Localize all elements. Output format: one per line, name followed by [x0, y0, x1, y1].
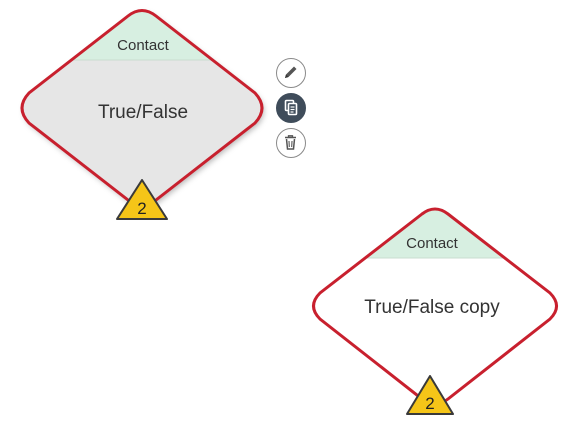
decision-node-true-false[interactable]: Contact True/False 2 [10, 8, 280, 228]
node-category-label: Contact [406, 235, 459, 252]
edit-button[interactable] [276, 58, 306, 88]
delete-button[interactable] [276, 128, 306, 158]
node-title: True/False copy [364, 297, 500, 318]
badge-count: 2 [137, 199, 146, 218]
badge-count: 2 [425, 394, 434, 413]
count-badge: 2 [406, 375, 454, 415]
duplicate-button[interactable] [276, 93, 306, 123]
pencil-icon [285, 66, 297, 78]
node-border [312, 207, 558, 406]
node-category-label: Contact [117, 37, 170, 54]
node-title: True/False [98, 102, 188, 123]
trash-icon [285, 135, 296, 150]
count-badge: 2 [116, 179, 168, 220]
decision-node-true-false-copy[interactable]: Contact True/False copy 2 [298, 206, 568, 426]
copy-icon [284, 99, 298, 116]
